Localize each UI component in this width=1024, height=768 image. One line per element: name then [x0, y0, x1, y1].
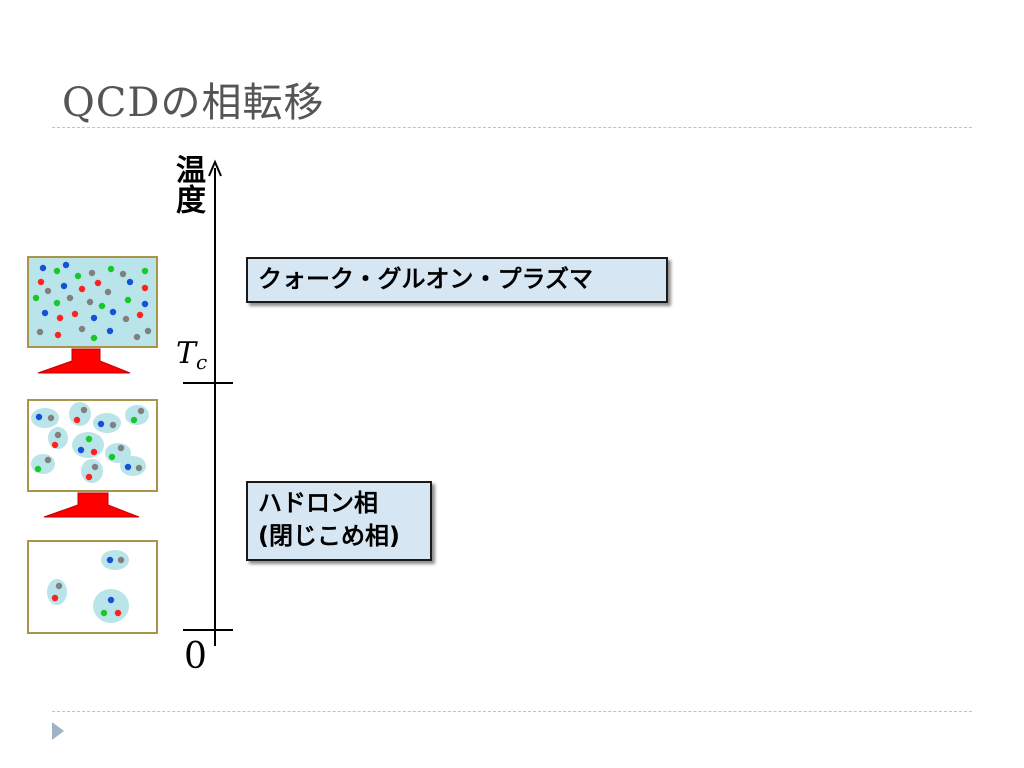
footer-divider: [52, 711, 972, 712]
hadron-phase-line1: ハドロン相: [258, 489, 378, 517]
triangle-bullet-icon: [52, 722, 64, 740]
free-quarks: [32, 261, 152, 342]
dense-hadron-panel: [27, 399, 158, 492]
qgp-panel: [27, 256, 158, 348]
qgp-phase-label: クォーク・グルオン・プラズマ: [246, 257, 668, 303]
dilute-hadron-panel: [27, 540, 158, 634]
bound-quarks: [34, 406, 145, 481]
critical-temperature-label: Tc: [176, 336, 208, 374]
axis-arrow-icon: [208, 159, 222, 177]
slide-title: QCDの相転移: [62, 80, 325, 126]
up-arrow-icon: [43, 492, 140, 518]
temperature-axis-label: 温度: [170, 154, 205, 214]
zero-label: 0: [184, 636, 207, 677]
title-divider: [52, 127, 972, 128]
hadron-phase-line2: (閉じこめ相): [258, 522, 400, 550]
bound-quarks: [51, 556, 125, 617]
up-arrow-icon: [37, 348, 131, 374]
hadron-phase-label: ハドロン相 (閉じこめ相): [246, 481, 432, 561]
